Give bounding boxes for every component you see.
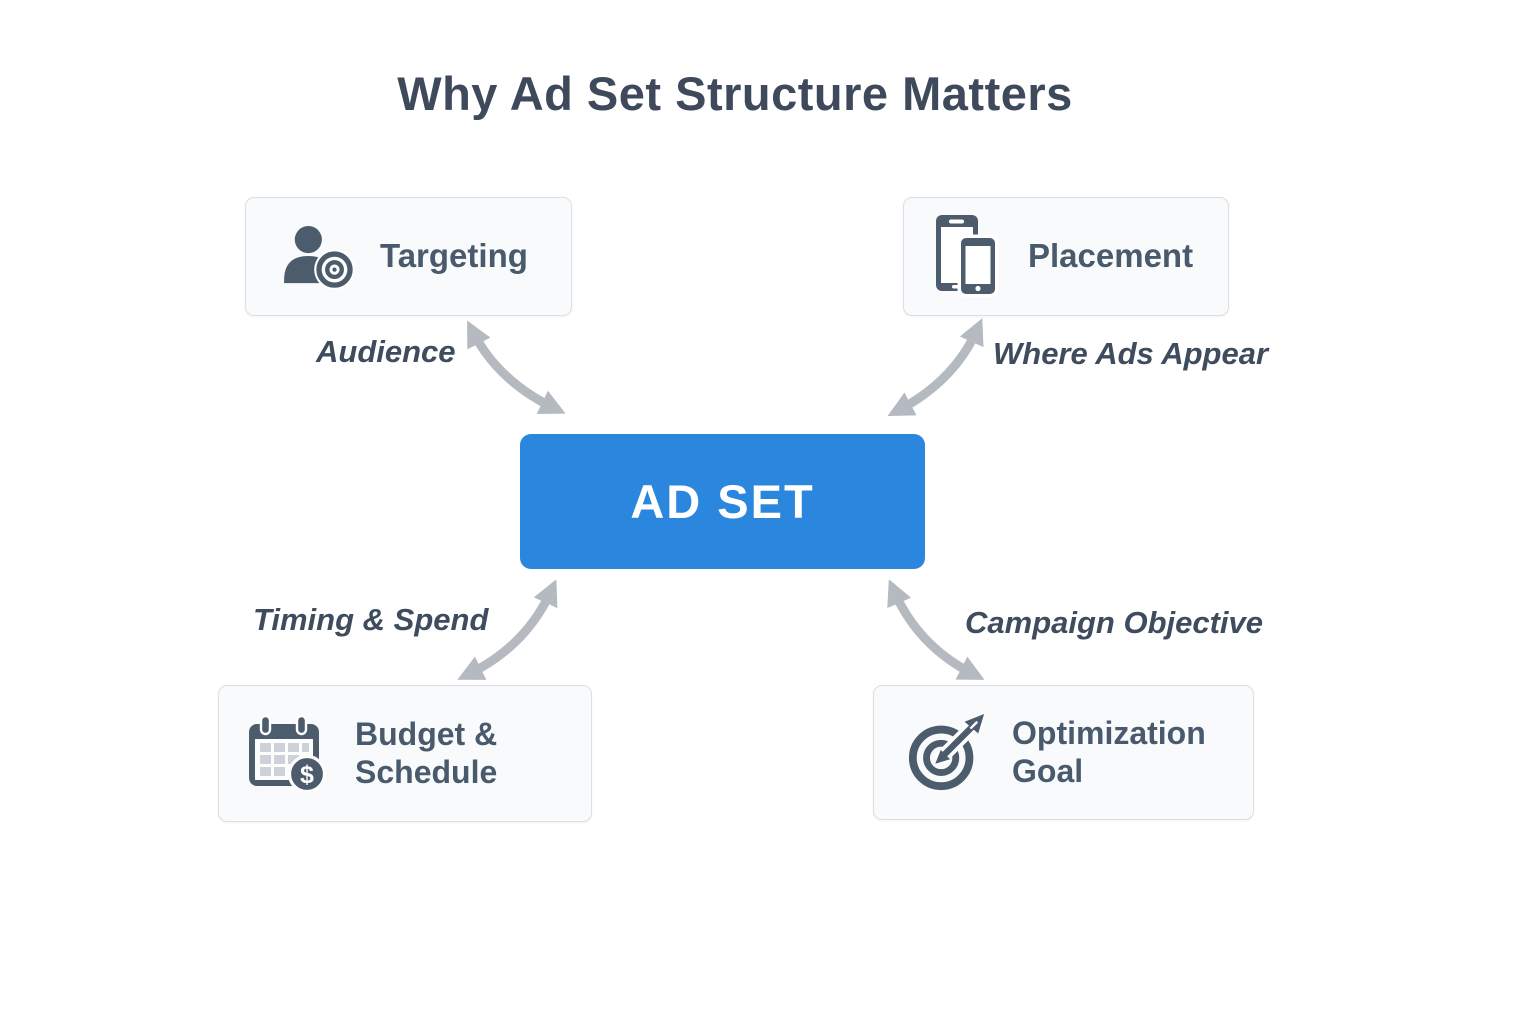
optimization-goal-label: Optimization Goal bbox=[1012, 714, 1206, 789]
svg-text:$: $ bbox=[300, 761, 314, 789]
target-arrow-icon bbox=[906, 712, 988, 794]
ad-set-center-node: AD SET bbox=[520, 434, 925, 569]
double-arrow-budget-icon bbox=[457, 580, 558, 680]
double-arrow-placement-icon bbox=[887, 318, 984, 417]
placement-label: Placement bbox=[1028, 237, 1194, 275]
placement-card: Placement bbox=[903, 197, 1229, 316]
audience-target-icon bbox=[282, 225, 356, 289]
timing-spend-annotation: Timing & Spend bbox=[253, 602, 489, 637]
calendar-dollar-icon: $ bbox=[249, 714, 333, 794]
optimization-goal-card: Optimization Goal bbox=[873, 685, 1254, 820]
targeting-label: Targeting bbox=[380, 237, 528, 275]
budget-schedule-card: $ Budget & Schedule bbox=[218, 685, 592, 822]
where-ads-appear-annotation: Where Ads Appear bbox=[993, 336, 1269, 371]
mobile-devices-icon bbox=[936, 214, 1002, 299]
double-arrow-optimization-icon bbox=[887, 580, 985, 680]
targeting-card: Targeting bbox=[245, 197, 572, 316]
budget-schedule-label: Budget & Schedule bbox=[355, 715, 498, 790]
audience-annotation: Audience bbox=[316, 334, 456, 369]
double-arrow-targeting-icon bbox=[467, 320, 566, 415]
page-title: Why Ad Set Structure Matters bbox=[397, 67, 1073, 120]
campaign-objective-annotation: Campaign Objective bbox=[965, 605, 1264, 640]
